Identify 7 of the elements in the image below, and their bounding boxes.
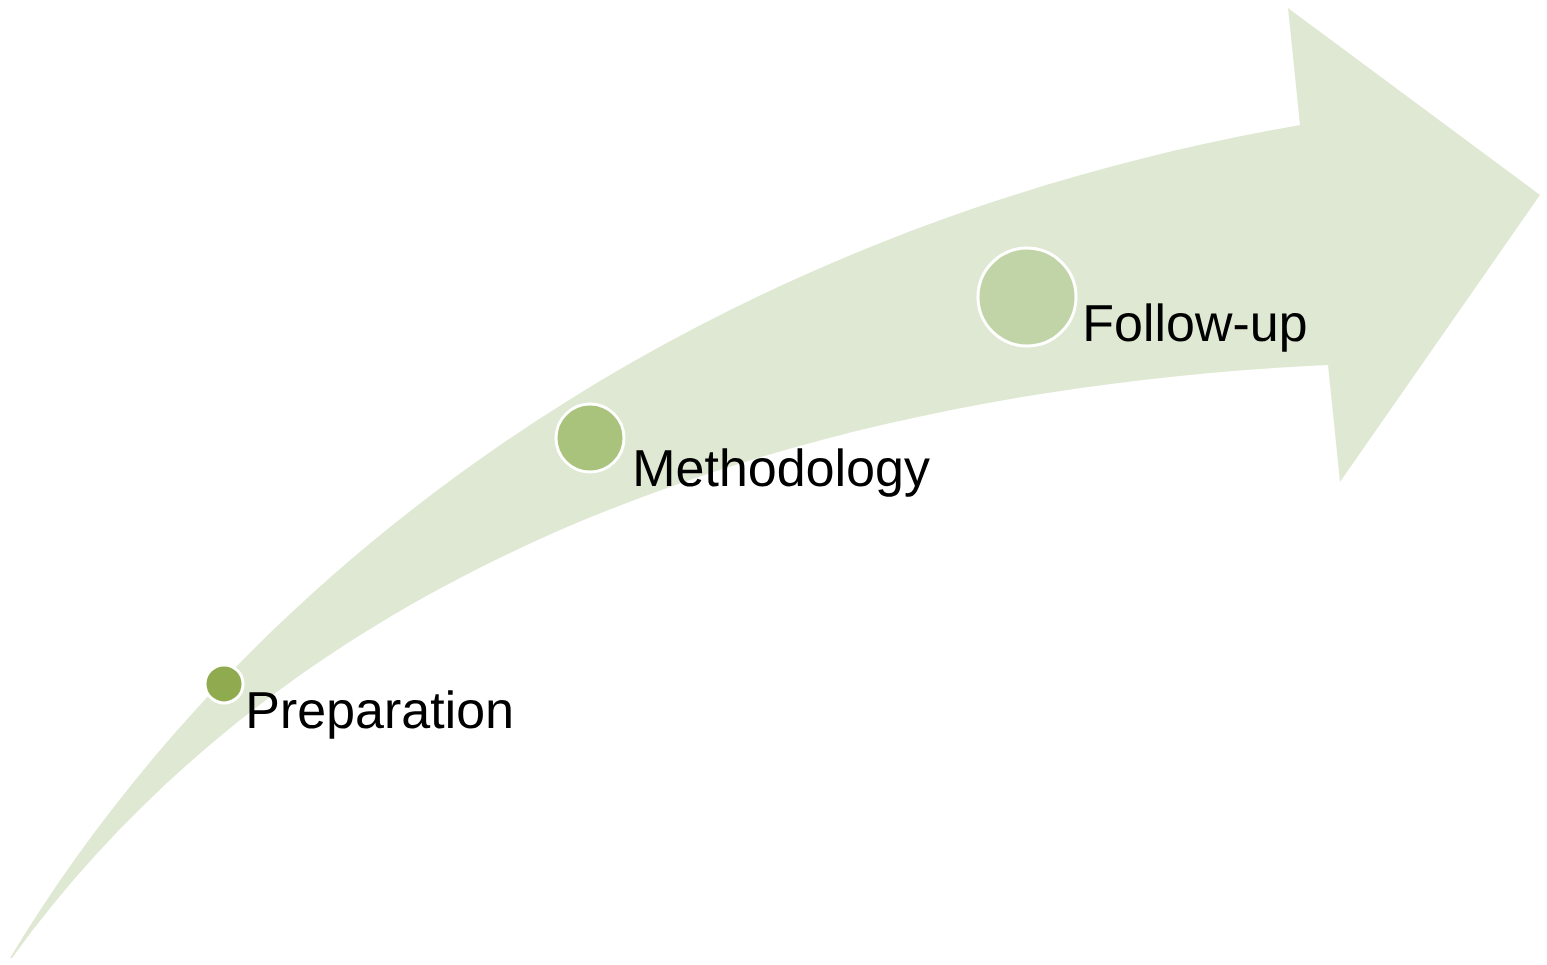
stage-label: Follow-up	[1086, 303, 1306, 352]
circle-marker	[554, 402, 626, 474]
curved-arrow	[10, 8, 1540, 958]
stage-label: Preparation	[249, 690, 511, 739]
circle-marker	[976, 246, 1078, 348]
stage-label: Methodology	[636, 448, 930, 497]
circle-marker	[203, 663, 245, 705]
